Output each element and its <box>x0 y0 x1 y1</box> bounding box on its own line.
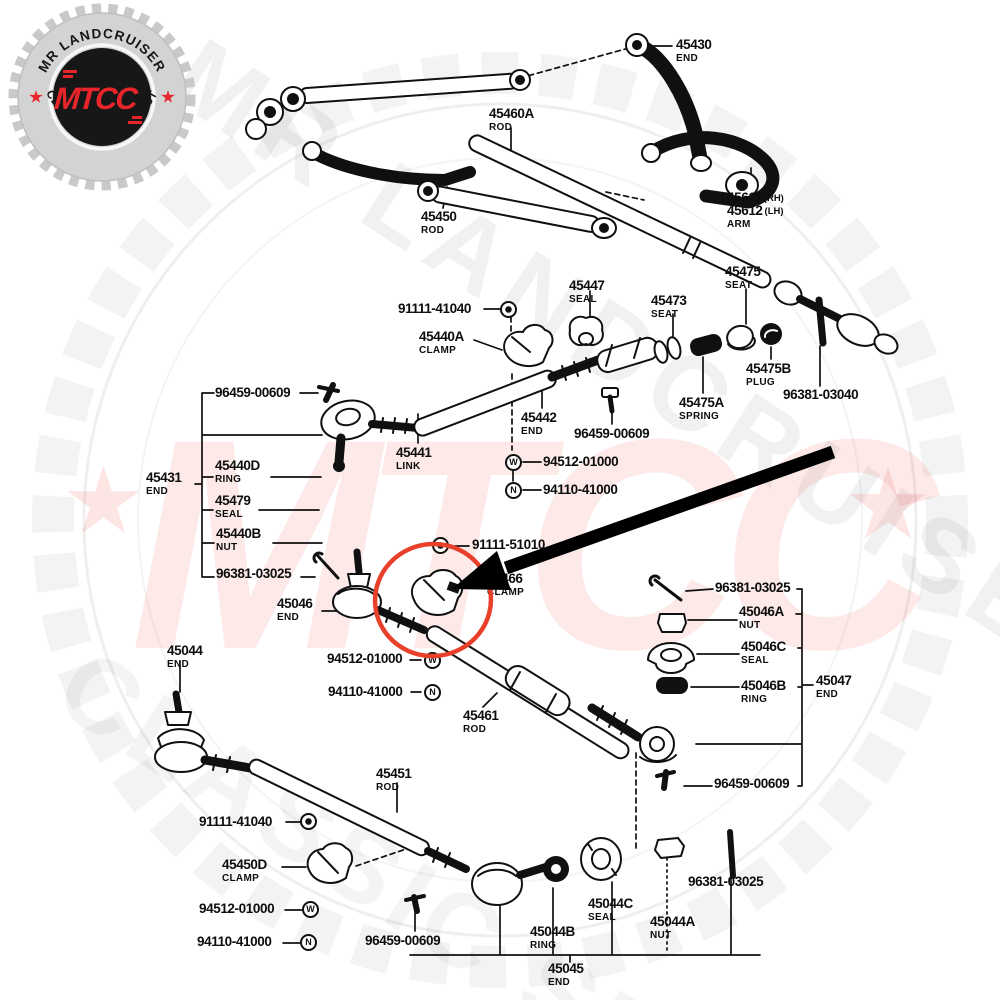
part-label-96459-00609: 96459-00609 <box>714 775 790 792</box>
part-label-94110-41000: 94110-41000 <box>328 683 403 700</box>
part-label-91111-51010: 91111-51010 <box>472 536 545 553</box>
bolt-head-icon <box>500 301 517 318</box>
logo-watermark: MTCC <box>130 376 940 712</box>
part-label-96381-03025: 96381-03025 <box>715 579 791 596</box>
badge-logo-text: MTCC <box>53 81 140 116</box>
part-label-91111-41040: 91111-41040 <box>199 813 272 830</box>
gear-watermark <box>32 52 968 988</box>
bolt-head-icon <box>300 813 317 830</box>
nut-icon: N <box>424 684 441 701</box>
star-watermark-left <box>67 465 140 534</box>
star-icon <box>29 90 43 103</box>
washer-icon: W <box>505 454 522 471</box>
part-label-94512-01000: 94512-01000 <box>199 900 275 917</box>
part-label-94512-01000: 94512-01000 <box>543 453 619 470</box>
part-label-96381-03025: 96381-03025 <box>688 873 764 890</box>
nut-icon: N <box>505 482 522 499</box>
highlight-circle <box>372 541 494 659</box>
part-label-96459-00609: 96459-00609 <box>215 384 291 401</box>
part-label-45612: 45612(LH)ARM <box>727 202 784 230</box>
star-icon <box>161 90 175 103</box>
highlight-arrow <box>452 445 836 590</box>
part-label-94512-01000: 94512-01000 <box>327 650 403 667</box>
part-label-45611: 45611(RH) <box>727 189 784 206</box>
part-label-96381-03025: 96381-03025 <box>216 565 292 582</box>
star-watermark-right <box>849 466 927 539</box>
washer-icon: W <box>302 901 319 918</box>
badge-comb-decoration <box>63 70 142 124</box>
brand-badge: MR LANDCRUISER CLASSIC SPECIALIST MTCC <box>8 3 196 191</box>
part-label-96459-00609: 96459-00609 <box>365 932 441 949</box>
part-label-96459-00609: 96459-00609 <box>574 425 650 442</box>
part-label-96381-03040: 96381-03040 <box>783 386 859 403</box>
gear-edge-icon <box>8 3 196 191</box>
nut-icon: N <box>300 934 317 951</box>
part-label-94110-41000: 94110-41000 <box>197 933 272 950</box>
part-label-94110-41000: 94110-41000 <box>543 481 618 498</box>
part-label-91111-41040: 91111-41040 <box>398 300 471 317</box>
